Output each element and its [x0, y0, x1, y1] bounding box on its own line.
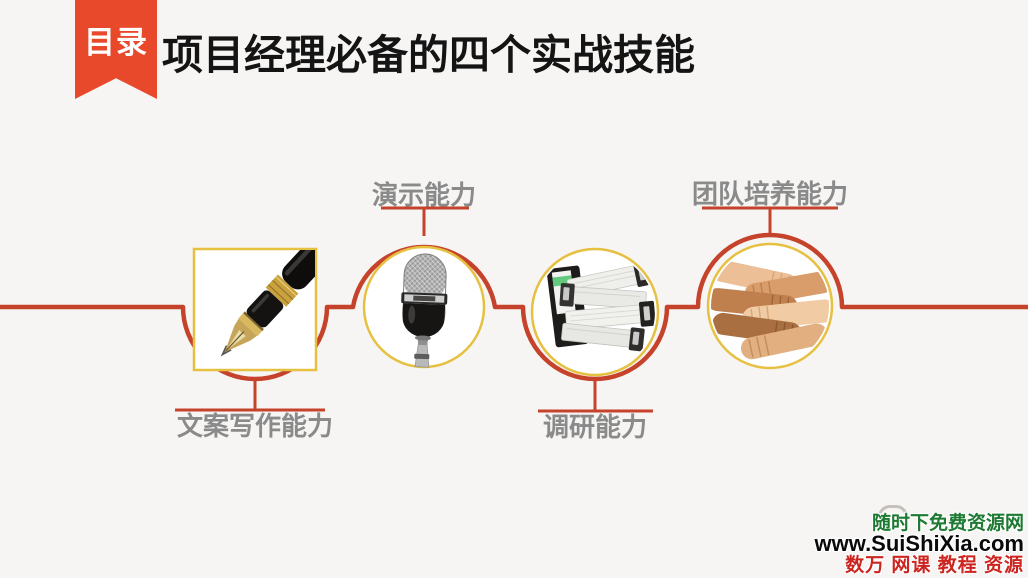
vintage-microphone-photo	[401, 253, 448, 368]
stacked-hands-photo	[711, 247, 829, 365]
slide-title: 项目经理必备的四个实战技能	[162, 32, 695, 78]
watermark-tagline: 数万 网课 教程 资源	[845, 555, 1024, 576]
watermark-url: www.SuiShiXia.com	[814, 531, 1024, 556]
skill-label-copywriting: 文案写作能力	[176, 411, 334, 441]
skill-label-research: 调研能力	[542, 412, 648, 442]
skill-label-presentation: 演示能力	[371, 180, 477, 210]
skill-label-team-building: 团队培养能力	[691, 179, 849, 209]
toc-ribbon-label: 目录	[84, 25, 148, 60]
connector-skill-3	[538, 379, 653, 413]
watermark-arc-icon	[878, 505, 908, 519]
connector-skill-2	[381, 206, 469, 236]
stacked-binders-photo	[546, 259, 655, 352]
watermark-site-name: 随时下免费资源网	[871, 513, 1024, 534]
connector-skill-1	[175, 379, 325, 412]
connector-skill-4	[702, 206, 838, 236]
timeline-path	[0, 232, 1028, 382]
fountain-pen-photo	[220, 250, 315, 357]
